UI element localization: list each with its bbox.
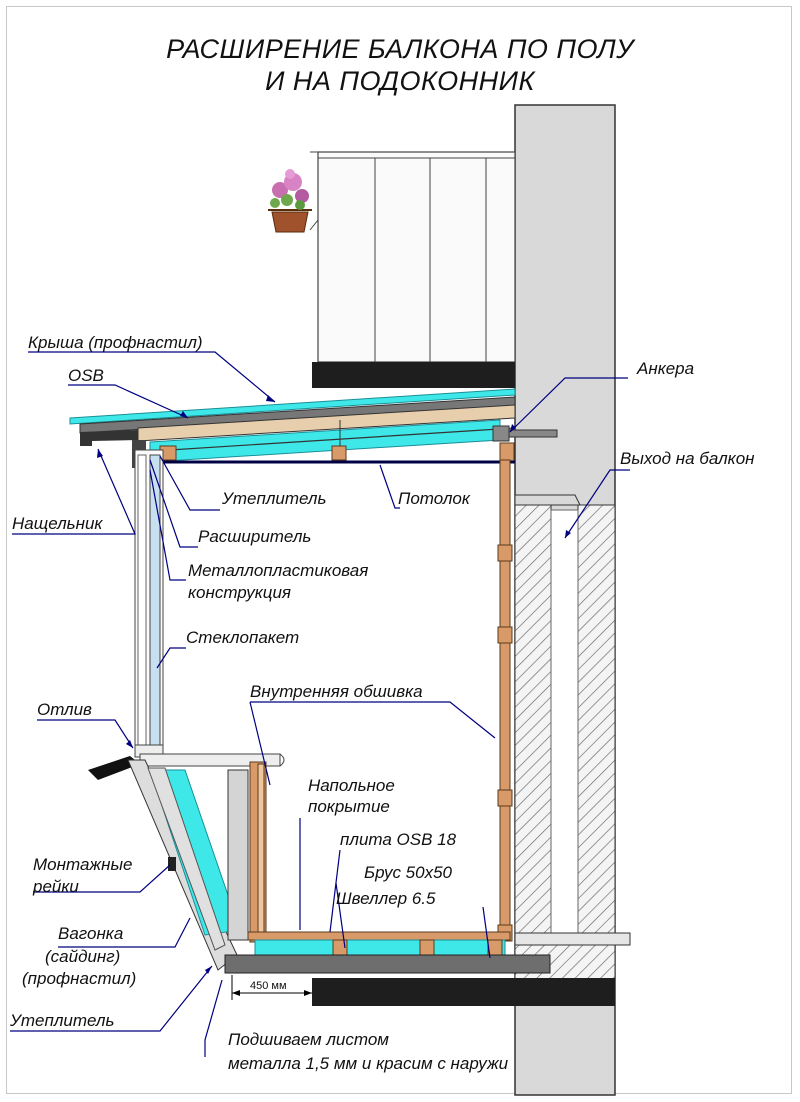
label-osb: OSB — [68, 366, 104, 385]
label-floor-cover-2: покрытие — [308, 797, 390, 816]
label-inner-lining: Внутренняя обшивка — [250, 682, 423, 701]
doorway-opening — [550, 509, 579, 936]
label-roof: Крыша (профнастил) — [28, 333, 203, 352]
label-pvc-frame-1: Металлопластиковая — [188, 561, 369, 580]
flashing-profile — [80, 430, 138, 446]
upper-slab — [312, 362, 515, 388]
label-pvc-frame-2: конструкция — [188, 583, 291, 602]
inner-lining — [499, 459, 511, 941]
upper-railing — [317, 151, 516, 363]
channel-beam — [224, 954, 551, 974]
label-mount-rails-2: рейки — [33, 877, 79, 896]
floor-insulation — [254, 939, 506, 956]
label-cladding-2: (сайдинг) — [45, 947, 121, 966]
label-mount-rails-1: Монтажные — [33, 855, 133, 874]
doorway-right-jamb — [577, 504, 616, 936]
label-insulation-bottom: Утеплитель — [10, 1011, 115, 1030]
lintel-shape — [514, 494, 581, 506]
label-sheet-1: Подшиваем листом — [228, 1030, 389, 1049]
label-drip: Отлив — [37, 700, 92, 719]
doorway-left-jamb — [514, 504, 552, 936]
label-floor-cover-1: Напольное — [308, 776, 395, 795]
label-balcony-exit: Выход на балкон — [620, 449, 755, 468]
label-extender: Расширитель — [198, 527, 312, 546]
label-sheet-2: металла 1,5 мм и красим с наружи — [228, 1054, 509, 1073]
label-anchors: Анкера — [637, 359, 695, 378]
drip-sill — [88, 756, 140, 780]
label-flashing: Нащельник — [12, 514, 103, 533]
label-dimension: 450 мм — [250, 980, 287, 992]
label-osb-plate: плита OSB 18 — [340, 830, 457, 849]
label-cladding-1: Вагонка — [58, 924, 124, 943]
lower-slab — [312, 978, 615, 1006]
flower-pot-icon — [268, 169, 312, 233]
label-ceiling: Потолок — [398, 489, 470, 508]
title-line-2: И НА ПОДОКОННИК — [265, 66, 535, 96]
label-beam: Брус 50х50 — [364, 863, 452, 882]
floor-osb — [247, 931, 511, 941]
leader-lines — [10, 351, 630, 1057]
frame-border — [6, 6, 792, 1094]
label-channel: Швеллер 6.5 — [336, 889, 436, 908]
label-insulation-top: Утеплитель — [222, 489, 327, 508]
threshold-sill — [514, 932, 631, 946]
side-post — [227, 769, 249, 941]
title-line-1: РАСШИРЕНИЕ БАЛКОНА ПО ПОЛУ — [166, 34, 634, 64]
label-cladding-3: (профнастил) — [22, 969, 137, 988]
label-glass-unit: Стеклопакет — [186, 628, 300, 647]
